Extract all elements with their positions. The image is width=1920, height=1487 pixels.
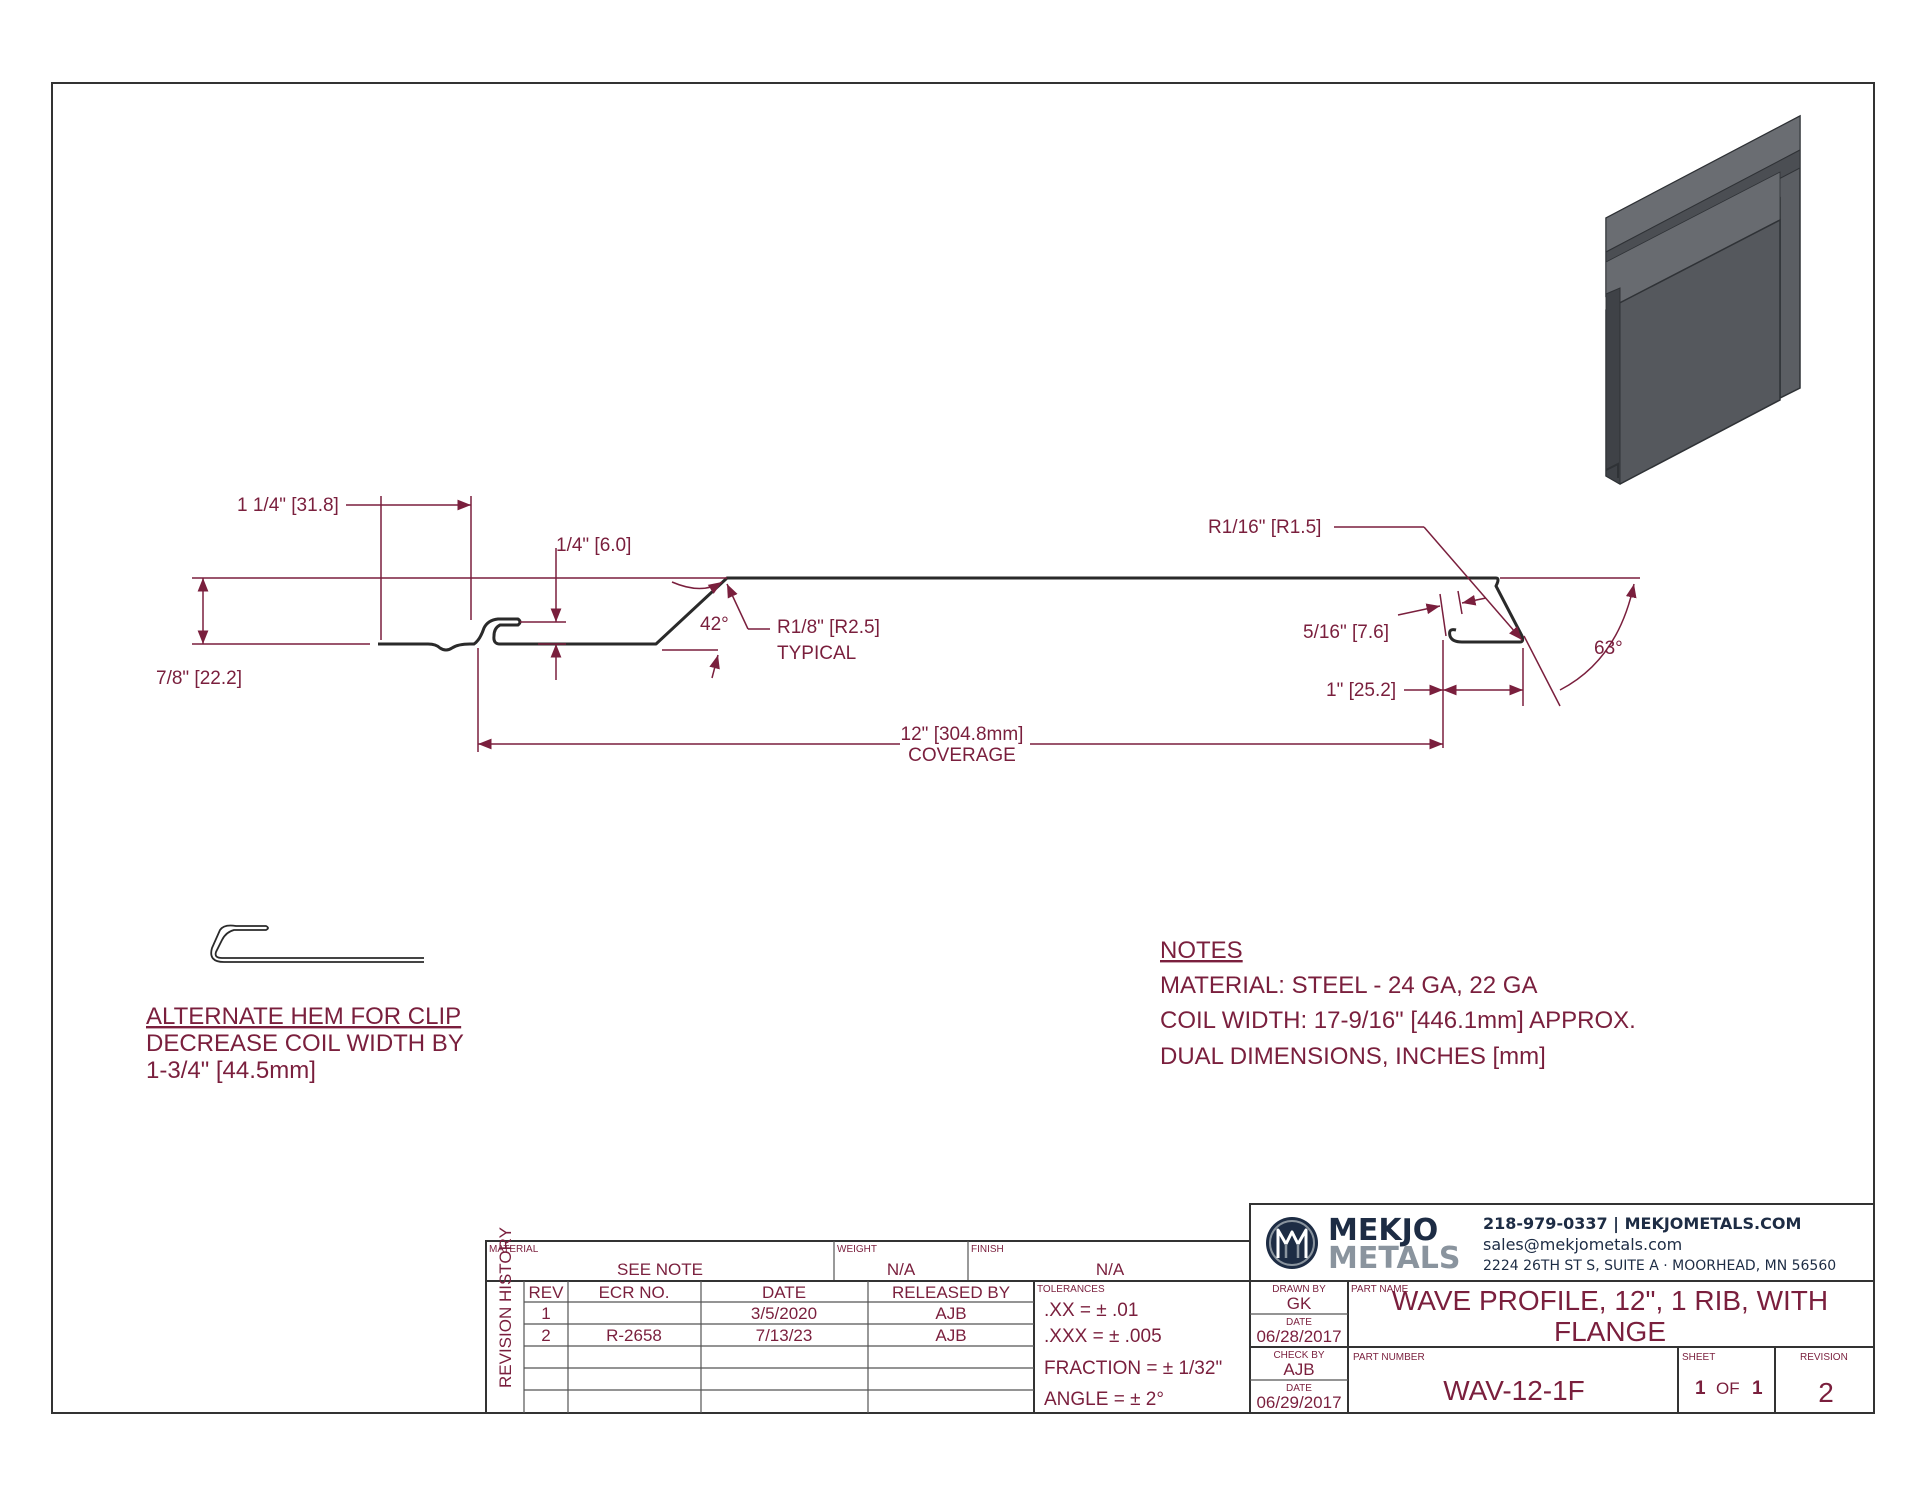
rev-row1-date: 3/5/2020 [751, 1304, 817, 1323]
material-label: MATERIAL [489, 1244, 539, 1255]
dim-width-top: 1 1/4" [31.8] [237, 495, 339, 516]
dim-flange-width: 1" [25.2] [1326, 680, 1396, 701]
dim-angle-left: 42° [700, 614, 729, 635]
check-by: AJB [1283, 1360, 1314, 1379]
weight-label: WEIGHT [837, 1244, 877, 1255]
drawn-date-label: DATE [1286, 1317, 1312, 1328]
dim-gap: 5/16" [7.6] [1303, 622, 1389, 643]
tol-angle: ANGLE = ± 2° [1044, 1389, 1164, 1410]
rev-header-ecr: ECR NO. [599, 1283, 670, 1302]
rev-header-date: DATE [762, 1283, 806, 1302]
dim-coverage-1: 12" [304.8mm] [901, 724, 1024, 745]
tolerances-label: TOLERANCES [1037, 1284, 1105, 1295]
part-name-line1: WAVE PROFILE, 12", 1 RIB, WITH [1392, 1285, 1828, 1316]
alt-hem-line2: 1-3/4" [44.5mm] [146, 1057, 316, 1084]
notes-line-dual-dims: DUAL DIMENSIONS, INCHES [mm] [1160, 1043, 1546, 1070]
drawn-date: 06/28/2017 [1256, 1327, 1341, 1346]
revision-value: 2 [1818, 1377, 1834, 1408]
check-date-label: DATE [1286, 1383, 1312, 1394]
rev-row2-rev: 2 [541, 1326, 550, 1345]
revision-label: REVISION [1800, 1352, 1848, 1363]
check-by-label: CHECK BY [1273, 1350, 1324, 1361]
profile-section [378, 576, 1525, 652]
finish-label: FINISH [971, 1244, 1004, 1255]
sheet-of: OF [1716, 1379, 1740, 1398]
dim-height: 7/8" [22.2] [156, 668, 242, 689]
alt-hem-sketch [210, 924, 424, 963]
tol-fraction: FRACTION = ± 1/32" [1044, 1358, 1222, 1379]
dim-angle-right: 63° [1594, 638, 1623, 659]
company-address: 2224 26TH ST S, SUITE A · MOORHEAD, MN 5… [1483, 1258, 1836, 1274]
alt-hem-title: ALTERNATE HEM FOR CLIP [146, 1003, 461, 1030]
rev-row2-ecr: R-2658 [606, 1326, 662, 1345]
check-date: 06/29/2017 [1256, 1393, 1341, 1412]
dim-hem-height: 1/4" [6.0] [556, 535, 631, 556]
sheet-label: SHEET [1682, 1352, 1715, 1363]
notes-line-material: MATERIAL: STEEL - 24 GA, 22 GA [1160, 972, 1537, 999]
rev-header-rev: REV [529, 1283, 565, 1302]
material-value: SEE NOTE [617, 1260, 703, 1279]
part-name-line2: FLANGE [1554, 1316, 1666, 1347]
company-phone-web: 218-979-0337 | MEKJOMETALS.COM [1483, 1214, 1801, 1234]
profile-outline [378, 576, 1525, 652]
sheet-total: 1 [1752, 1378, 1763, 1399]
notes-title: NOTES [1160, 937, 1243, 964]
part-number-label: PART NUMBER [1353, 1352, 1425, 1363]
rev-row2-date: 7/13/23 [756, 1326, 813, 1345]
company-email: sales@mekjometals.com [1483, 1235, 1682, 1254]
title-block [485, 1203, 1875, 1414]
dim-radius-typ-2: TYPICAL [777, 643, 856, 664]
part-name-label: PART NAME [1351, 1284, 1409, 1295]
rev-row2-by: AJB [935, 1326, 966, 1345]
dim-coverage-2: COVERAGE [908, 745, 1016, 766]
finish-value: N/A [1096, 1260, 1125, 1279]
alt-hem-line1: DECREASE COIL WIDTH BY [146, 1030, 464, 1057]
rev-header-released-by: RELEASED BY [892, 1283, 1010, 1302]
drawn-by-label: DRAWN BY [1272, 1284, 1326, 1295]
revision-history-label: REVISION HISTORY [496, 1227, 515, 1388]
dimension-lines [192, 496, 1640, 752]
dim-radius-right: R1/16" [R1.5] [1208, 517, 1321, 538]
dim-radius-typ-1: R1/8" [R2.5] [777, 617, 880, 638]
weight-value: N/A [887, 1260, 916, 1279]
sheet-number: 1 [1695, 1378, 1706, 1399]
notes-line-coil-width: COIL WIDTH: 17-9/16" [446.1mm] APPROX. [1160, 1007, 1636, 1034]
company-logo [1266, 1217, 1318, 1269]
part-number: WAV-12-1F [1443, 1375, 1585, 1406]
rev-row1-rev: 1 [541, 1304, 550, 1323]
rev-row1-by: AJB [935, 1304, 966, 1323]
tol-xx: .XX = ± .01 [1044, 1300, 1138, 1321]
brand-name-line2: METALS [1328, 1241, 1460, 1276]
brand-name-line1: MEKJO [1328, 1213, 1438, 1248]
tol-xxx: .XXX = ± .005 [1044, 1326, 1162, 1347]
drawn-by: GK [1287, 1294, 1312, 1313]
panel-3d-view [1605, 114, 1801, 485]
